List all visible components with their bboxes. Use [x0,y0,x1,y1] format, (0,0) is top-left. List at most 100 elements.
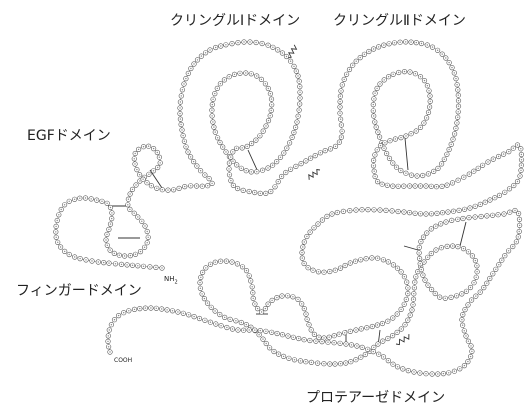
residue-letter-mark [249,41,251,43]
residue-letter-mark [471,350,473,353]
residue-letter-mark [90,198,92,200]
residue-letter-mark [437,167,439,170]
residue-letter-mark [152,170,155,172]
residue-letter-mark [300,162,302,165]
residue-letter-mark [352,64,354,66]
glycosylation-site-mark [395,334,410,346]
residue-letter-mark [456,122,458,124]
residue-letter-mark [452,138,454,140]
residue-letter-mark [240,167,242,169]
residue-letter-mark [425,117,428,119]
residue-letter-mark [376,324,379,326]
residue-letter-mark [298,337,300,340]
residue-letter-mark [180,95,182,97]
residue-letter-mark [435,249,437,251]
residue-letter-mark [444,297,446,299]
residue-letter-mark [450,143,452,146]
residue-letter-mark [462,313,464,316]
residue-letter-mark [494,197,496,199]
residue-letter-mark [301,251,303,254]
residue-letter-mark [405,172,407,174]
residue-letter-mark [185,146,187,148]
residue-letter-mark [429,95,431,97]
residue-letter-mark [106,202,108,204]
residue-letter-mark [214,131,216,133]
residue-letter-mark [437,373,439,375]
residue-letter-mark [267,44,269,46]
residue-letter-mark [403,70,406,73]
residue-letter-mark [109,206,112,209]
residue-chain [53,39,525,377]
glycosylation-site-mark [287,44,298,59]
residue-letter-mark [342,210,345,213]
residue-letter-mark [489,199,491,201]
residue-letter-mark [133,158,135,160]
residue-letter-mark [147,145,150,147]
residue-letter-mark [212,98,214,101]
residue-letter-mark [250,73,252,75]
residue-letter-mark [451,219,453,222]
residue-letter-mark [440,163,443,165]
residue-letter-mark [68,253,70,256]
residue-letter-mark [309,231,311,233]
residue-letter-mark [171,310,174,312]
residue-letter-mark [182,312,184,314]
residue-letter-mark [254,329,256,331]
residue-letter-mark [388,157,391,160]
residue-letter-mark [514,209,516,212]
residue-letter-mark [196,59,199,61]
residue-letter-mark [339,95,342,97]
residue-letter-mark [487,161,489,163]
residue-letter-mark [254,303,256,305]
residue-letter-mark [392,363,394,365]
residue-letter-mark [205,267,207,269]
residue-letter-mark [55,225,57,228]
residue-letter-mark [256,171,258,173]
residue-letter-mark [109,351,111,353]
residue-letter-mark [271,299,273,302]
residue-letter-mark [157,166,159,169]
residue-letter-mark [361,209,363,211]
residue-letter-mark [331,213,333,215]
residue-letter-mark [458,209,460,212]
residue-letter-mark [382,356,385,358]
residue-letter-mark [84,197,87,199]
residue-letter-mark [303,307,305,310]
residue-letter-mark [407,369,409,372]
residue-letter-mark [144,225,146,227]
residue-letter-mark [220,325,222,327]
residue-letter-mark [364,353,366,356]
residue-letter-mark [345,362,347,364]
residue-letter-mark [368,50,370,53]
residue-letter-mark [354,260,357,262]
residue-letter-mark [276,160,278,163]
residue-letter-mark [376,149,378,151]
residue-letter-mark [134,163,136,165]
residue-letter-mark [405,298,407,301]
residue-letter-mark [282,355,285,358]
residue-letter-mark [407,319,409,321]
residue-letter-mark [462,247,465,250]
residue-letter-mark [417,270,419,273]
n-terminus-label: NH2 [164,275,178,285]
residue-letter-mark [355,209,357,211]
residue-letter-mark [259,135,261,137]
residue-letter-mark [517,236,519,238]
residue-letter-mark [260,78,263,81]
residue-letter-mark [344,332,346,334]
residue-letter-mark [108,262,110,264]
residue-letter-mark [334,145,337,148]
residue-letter-mark [504,191,506,193]
residue-letter-mark [457,116,459,119]
residue-letter-mark [294,126,297,129]
residue-letter-mark [339,363,342,365]
residue-letter-mark [377,343,379,345]
residue-letter-mark [407,292,409,295]
residue-letter-mark [231,261,233,263]
residue-letter-mark [427,111,430,114]
residue-letter-mark [339,267,342,269]
residue-letter-mark [248,329,250,331]
residue-letter-mark [204,319,206,321]
residue-letter-mark [271,104,273,106]
residue-letter-mark [277,49,279,51]
